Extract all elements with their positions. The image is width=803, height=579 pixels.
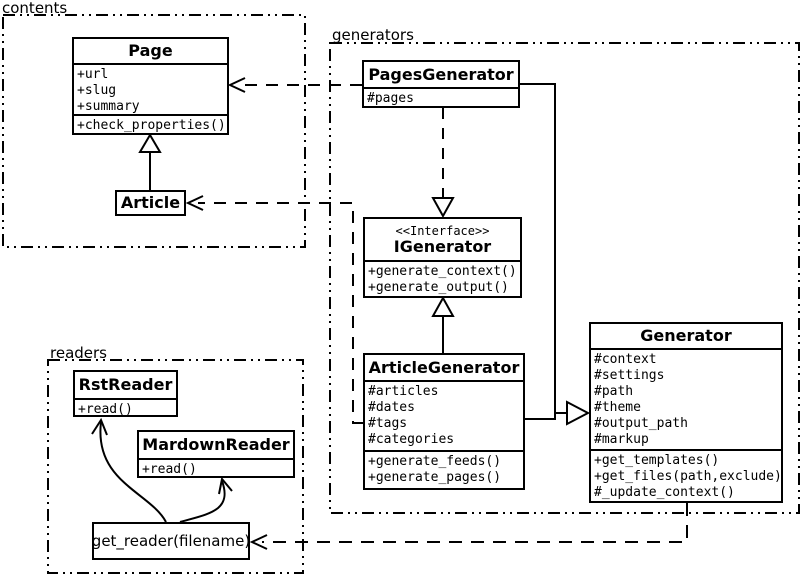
attribute: +url [77, 67, 109, 82]
generators-package-label: generators [332, 26, 414, 44]
contents-package-label: contents [2, 0, 68, 17]
class-rstreader-methods: +read() [75, 398, 176, 415]
class-articlegenerator-methods: +generate_feeds() +generate_pages() [365, 450, 523, 488]
method: +generate_output() [368, 280, 509, 295]
attribute: #markup [594, 432, 649, 447]
generator-getreader-dependency [249, 503, 688, 550]
class-page: Page +url +slug +summary +check_properti… [72, 37, 229, 135]
method: #_update_context() [594, 485, 735, 501]
attribute: #dates [368, 400, 415, 415]
readers-package-border [47, 359, 304, 574]
attribute: #path [594, 384, 634, 399]
generators-package-border [329, 42, 800, 514]
class-generator-methods: +get_templates() +get_files(path,exclude… [591, 449, 781, 501]
article-page-inheritance [138, 133, 162, 190]
attribute: #context [594, 352, 657, 367]
class-articlegenerator: ArticleGenerator #articles #dates #tags … [363, 353, 525, 490]
method: +get_files(path,exclude) [594, 469, 781, 485]
method: +read() [142, 462, 197, 476]
attribute: #tags [368, 416, 408, 431]
class-pagesgenerator-attributes: #pages [364, 87, 518, 106]
class-page-methods: +check_properties() [74, 113, 227, 133]
class-igenerator-methods: +generate_context() +generate_output() [365, 260, 520, 296]
get-reader-label: get_reader(filename) [91, 532, 251, 550]
method: +get_templates() [594, 453, 720, 469]
class-igenerator-stereotype: <<Interface>> [395, 223, 490, 238]
class-articlegenerator-title: ArticleGenerator [368, 357, 520, 377]
attribute: #pages [367, 91, 414, 106]
readers-package-label: readers [50, 344, 107, 362]
class-rstreader: RstReader +read() [73, 370, 178, 417]
attribute: +summary [77, 99, 140, 114]
attribute: #categories [368, 432, 455, 447]
class-igenerator: <<Interface>> IGenerator +generate_conte… [363, 217, 522, 298]
articlegenerator-article-dependency [185, 195, 363, 424]
class-igenerator-name: IGenerator [393, 236, 492, 256]
articlegenerator-igenerator-realization [431, 295, 455, 353]
class-article-title: Article [120, 193, 181, 212]
attribute: #articles [368, 384, 439, 399]
attribute: #output_path [594, 416, 688, 431]
method: +generate_context() [368, 264, 517, 279]
getreader-markdownreader-arrow [179, 476, 233, 523]
class-generator: Generator #context #settings #path #them… [589, 322, 783, 503]
class-generator-title: Generator [640, 326, 732, 345]
class-igenerator-title: <<Interface>> IGenerator [365, 219, 520, 260]
class-markdownreader: MardownReader +read() [137, 430, 295, 478]
class-markdownreader-methods: +read() [139, 458, 293, 476]
class-articlegenerator-attributes: #articles #dates #tags #categories [365, 380, 523, 450]
pagesgenerator-page-dependency [227, 77, 362, 93]
get-reader-box: get_reader(filename) [92, 522, 250, 560]
attribute: #settings [594, 368, 665, 383]
pagesgenerator-igenerator-realization [431, 108, 455, 219]
method: +check_properties() [77, 117, 226, 133]
generators-generator-inheritance [520, 83, 591, 426]
attribute: +slug [77, 83, 117, 98]
method: +generate_feeds() [368, 454, 502, 469]
attribute: #theme [594, 400, 641, 415]
class-page-title: Page [128, 41, 173, 60]
method: +read() [78, 402, 133, 415]
method: +generate_pages() [368, 470, 502, 485]
class-pagesgenerator: PagesGenerator #pages [362, 60, 520, 108]
contents-package-border [2, 14, 306, 248]
class-markdownreader-title: MardownReader [142, 435, 290, 454]
getreader-rstreader-arrow [91, 417, 167, 523]
class-generator-attributes: #context #settings #path #theme #output_… [591, 348, 781, 449]
class-rstreader-title: RstReader [78, 375, 173, 394]
class-article: Article [115, 190, 186, 216]
class-page-attributes: +url +slug +summary [74, 63, 227, 114]
class-pagesgenerator-title: PagesGenerator [368, 64, 514, 84]
